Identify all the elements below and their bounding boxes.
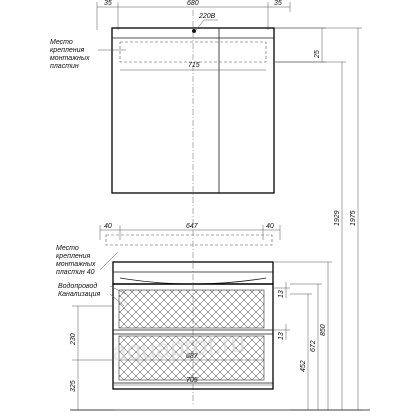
bottom-note-line4: пластин 40 <box>56 269 95 276</box>
mounting-plate-bottom <box>105 234 273 246</box>
mirror-cabinet: 35 680 35 715 220В 25 Место крепления мо… <box>50 0 326 194</box>
socket-icon <box>192 29 196 33</box>
pipe-label-water: Водопровод <box>58 282 97 290</box>
mounting-plate-top <box>119 41 267 63</box>
bottom-note-line2: крепления <box>56 253 91 260</box>
dim-height-672: 672 <box>310 340 317 352</box>
bottom-note-line3: монтажных <box>56 261 96 268</box>
top-note-line1: Место <box>50 39 73 46</box>
pipe-zone-hatch <box>118 289 265 329</box>
dim-top-35-left: 35 <box>104 0 112 7</box>
dim-top-680: 680 <box>187 0 199 7</box>
vanity-body <box>112 283 274 390</box>
top-note-line3: монтажных <box>50 55 90 62</box>
socket-label: 220В <box>198 13 216 20</box>
dim-height-1975: 1975 <box>350 210 357 226</box>
dim-top-35-right: 35 <box>274 0 282 7</box>
dim-height-452: 452 <box>300 360 307 372</box>
dim-bottom-325: 325 <box>70 380 77 392</box>
height-dimensions: 452 672 850 1929 1975 <box>273 27 362 411</box>
top-note-line4: пластин <box>50 63 79 70</box>
mirror-cabinet-body <box>111 27 275 194</box>
dim-bottom-647: 647 <box>186 223 199 230</box>
dim-top-25: 25 <box>314 50 321 59</box>
dim-height-850: 850 <box>320 324 327 336</box>
dim-bottom-40-left: 40 <box>104 223 112 230</box>
dim-bottom-13a: 13 <box>278 290 285 298</box>
top-note-line2: крепления <box>50 47 85 54</box>
drawer-hatch <box>118 335 265 381</box>
dim-bottom-230: 230 <box>70 333 77 346</box>
dim-bottom-687: 687 <box>186 353 199 360</box>
dim-height-1929: 1929 <box>334 210 341 226</box>
pipe-label-sewer: Канализация <box>58 291 100 298</box>
dim-bottom-40-right: 40 <box>266 223 274 230</box>
dim-bottom-705: 705 <box>186 377 198 384</box>
bottom-note-line1: Место <box>56 245 79 252</box>
vanity-unit: 40 647 40 687 705 230 325 <box>56 223 290 411</box>
dim-top-715: 715 <box>188 62 200 69</box>
dim-bottom-13b: 13 <box>278 332 285 340</box>
